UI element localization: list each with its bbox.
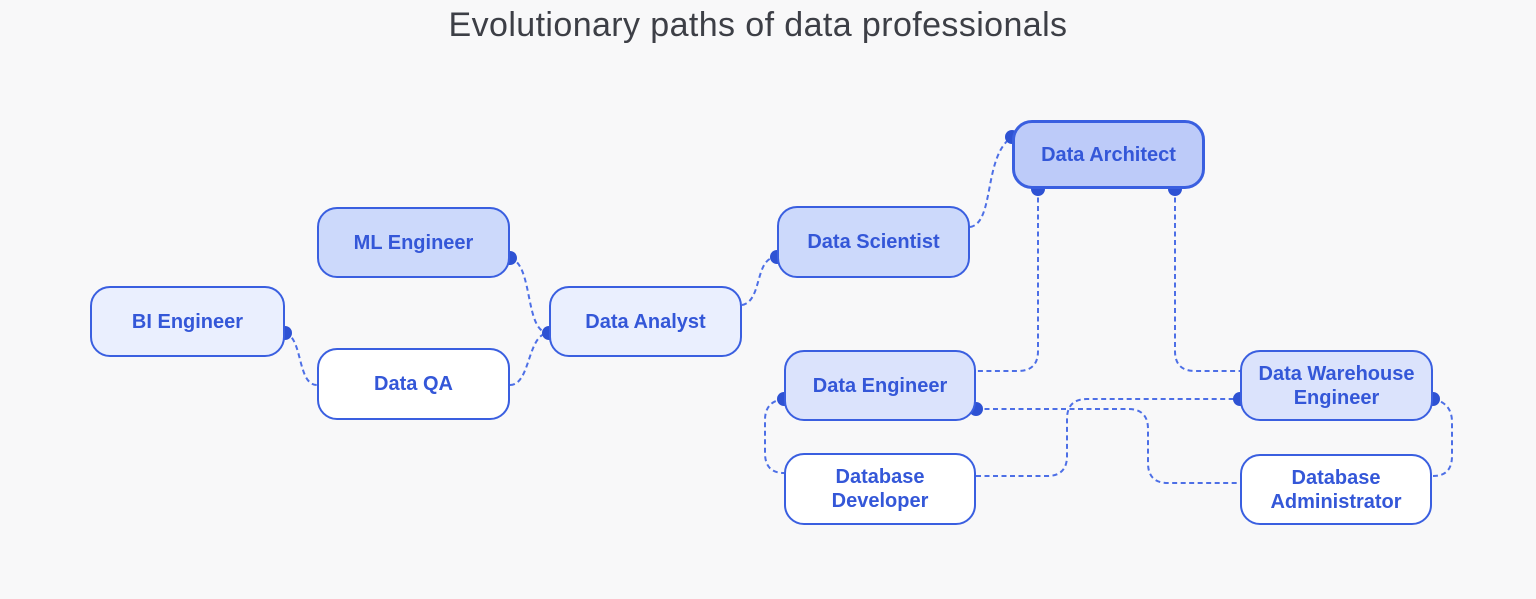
node-label: Database Developer xyxy=(831,466,929,512)
node-data-engineer: Data Engineer xyxy=(784,350,976,421)
node-ml-engineer: ML Engineer xyxy=(317,207,510,278)
edge-architect-to-dwe xyxy=(1174,189,1240,372)
node-bi-engineer: BI Engineer xyxy=(90,286,285,357)
edge-qa-to-analyst xyxy=(509,332,550,386)
node-label: Data Analyst xyxy=(585,310,706,333)
node-label: Data Scientist xyxy=(807,231,940,253)
edge-engineer-to-dba xyxy=(976,408,1240,484)
edge-bi-to-qa xyxy=(284,332,318,386)
node-label: BI Engineer xyxy=(131,310,244,333)
edge-ml-to-analyst xyxy=(509,257,550,334)
edge-engineer-to-developer xyxy=(764,398,785,474)
node-label: Data Warehouse Engineer xyxy=(1258,362,1415,409)
edge-architect-to-engineer xyxy=(976,189,1039,372)
edge-developer-to-dwe xyxy=(976,398,1240,477)
node-label: Database Administrator xyxy=(1270,466,1402,513)
edge-analyst-to-scientist xyxy=(741,256,778,306)
node-label: Data QA xyxy=(374,373,453,395)
node-data-analyst: Data Analyst xyxy=(549,286,742,357)
diagram-title: Evolutionary paths of data professionals xyxy=(448,6,1068,44)
node-data-scientist: Data Scientist xyxy=(777,206,970,278)
node-database-developer: Database Developer xyxy=(784,453,976,525)
node-label: Data Architect xyxy=(1041,143,1176,166)
node-data-architect: Data Architect xyxy=(1012,120,1205,189)
node-data-qa: Data QA xyxy=(317,348,510,420)
node-label: ML Engineer xyxy=(353,231,474,254)
edge-dwe-to-dba xyxy=(1432,398,1453,477)
node-data-warehouse-engineer: Data Warehouse Engineer xyxy=(1240,350,1433,421)
node-database-administrator: Database Administrator xyxy=(1240,454,1432,525)
node-label: Data Engineer xyxy=(812,374,948,397)
edge-scientist-to-architect xyxy=(969,136,1013,228)
